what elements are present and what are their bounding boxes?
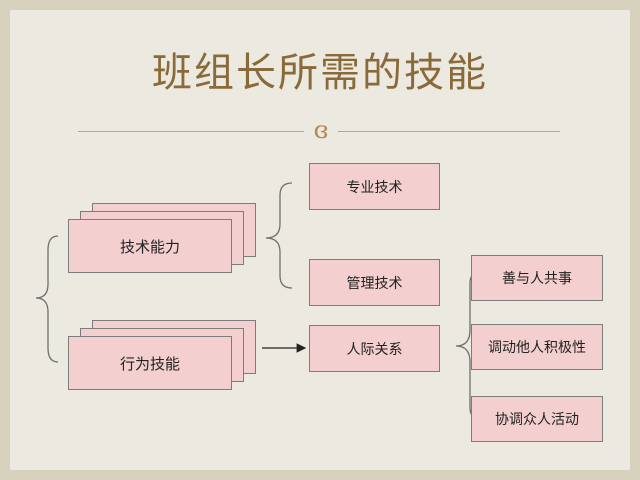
tech-skills-stack: 技术能力 — [68, 203, 262, 287]
behavior-skills-label: 行为技能 — [119, 354, 180, 373]
frame-left — [0, 0, 10, 480]
frame-bottom — [0, 470, 640, 480]
slide-title: 班组长所需的技能 — [152, 50, 488, 96]
ornament-icon: ɞ — [313, 116, 329, 144]
brace-root — [35, 235, 59, 363]
professional-tech-box: 专业技术 — [309, 163, 440, 210]
brace-relation — [455, 270, 485, 421]
tech-skills-label: 技术能力 — [119, 237, 180, 256]
interpersonal-box: 人际关系 — [309, 325, 440, 372]
frame-right — [630, 0, 640, 480]
relation-item-2: 调动他人积极性 — [471, 324, 603, 370]
divider-right — [338, 131, 560, 132]
behavior-skills-stack: 行为技能 — [68, 320, 262, 404]
divider-left — [78, 131, 304, 132]
relation-item-1: 善与人共事 — [471, 255, 603, 301]
management-tech-box: 管理技术 — [309, 259, 440, 306]
brace-tech — [265, 182, 293, 289]
frame-top — [0, 0, 640, 10]
relation-item-3: 协调众人活动 — [471, 396, 603, 442]
